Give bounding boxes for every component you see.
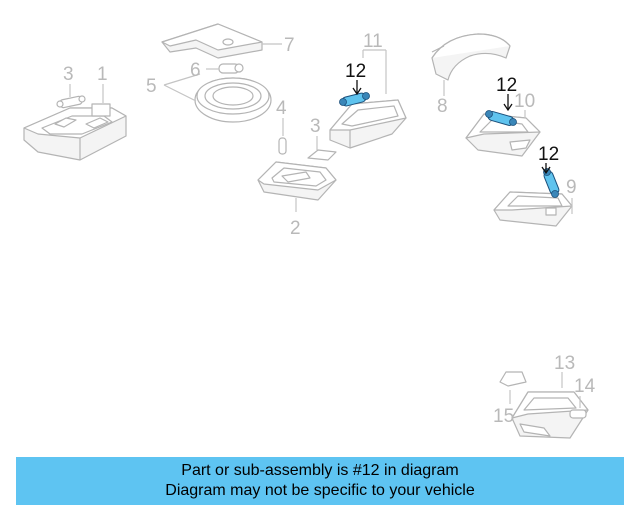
part-2-dome-lamp — [257, 161, 337, 201]
callout-5: 5 — [146, 76, 157, 97]
part-5-round-cover — [194, 77, 272, 123]
callout-14: 14 — [574, 376, 596, 397]
callout-2: 2 — [290, 218, 301, 239]
callout-7: 7 — [284, 35, 295, 56]
callout-12-center: 12 — [345, 61, 366, 82]
callout-6: 6 — [190, 60, 201, 81]
part-3-bulb-left — [56, 95, 86, 109]
leader-11 — [362, 49, 387, 94]
part-13-license-lamp — [511, 391, 589, 439]
caption-banner: Part or sub-assembly is #12 in diagram D… — [16, 457, 624, 505]
part-14-bulb — [569, 409, 587, 419]
callout-12-lower-right: 12 — [538, 144, 559, 165]
part-6-bulb — [218, 63, 244, 74]
callout-13: 13 — [554, 353, 575, 374]
part-4-bulb — [278, 137, 287, 155]
part-12-bulb-upper-right — [485, 110, 517, 126]
caption-line-2: Diagram may not be specific to your vehi… — [165, 482, 475, 499]
callout-3-center: 3 — [310, 116, 321, 137]
part-8-bracket — [431, 33, 511, 81]
arrow-12-lower-right — [541, 166, 551, 175]
callout-1: 1 — [97, 64, 108, 85]
callout-11: 11 — [363, 31, 383, 52]
callout-3-left: 3 — [63, 64, 74, 85]
callout-4: 4 — [276, 98, 287, 119]
callout-12-upper-right: 12 — [496, 75, 517, 96]
part-15-socket — [499, 371, 527, 387]
parts-diagram: 3 1 7 5 6 11 12 4 — [23, 23, 596, 439]
callout-10: 10 — [514, 91, 535, 112]
part-11-lamp-housing — [329, 99, 407, 149]
leader-5 — [163, 73, 201, 102]
caption-line-1: Part or sub-assembly is #12 in diagram — [181, 462, 459, 479]
callout-9: 9 — [566, 177, 577, 198]
part-10-lamp — [465, 113, 541, 157]
callout-15: 15 — [493, 406, 514, 427]
arrow-12-center — [352, 87, 362, 96]
callout-8: 8 — [437, 96, 448, 117]
part-1-map-lamp — [23, 103, 127, 161]
part-9-lamp — [493, 191, 573, 227]
part-7-cover — [161, 23, 263, 59]
arrow-12-upper-right — [503, 103, 513, 112]
part-12-bulb-center — [339, 92, 370, 107]
part-3-lens — [307, 149, 337, 161]
